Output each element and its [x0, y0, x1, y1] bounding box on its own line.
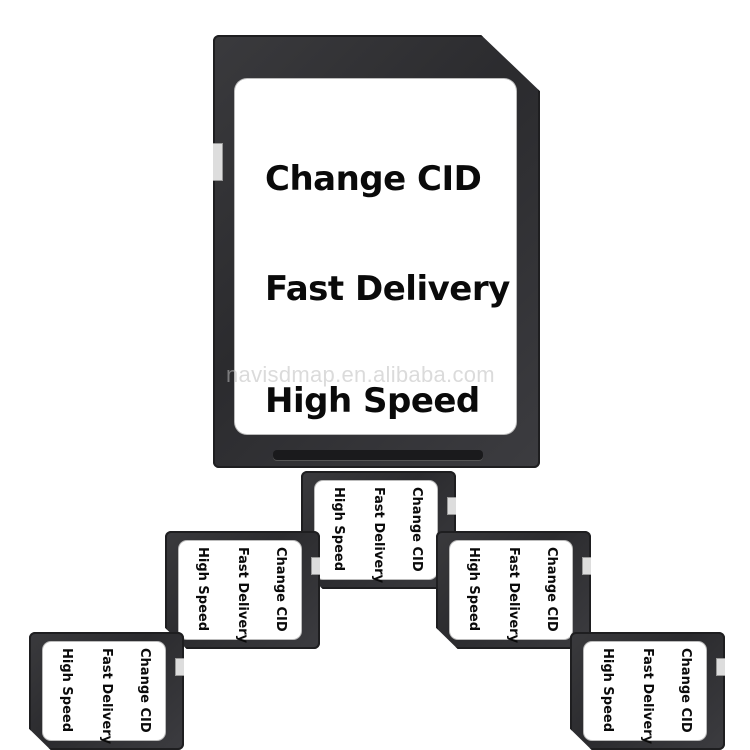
- write-protect-notch: [175, 658, 184, 676]
- label-line-high-speed: High Speed: [600, 648, 615, 733]
- write-protect-notch: [311, 557, 320, 575]
- label-line-high-speed: High Speed: [195, 547, 210, 632]
- write-protect-notch: [716, 658, 725, 676]
- sd-card-small: Change CID Fast Delivery High Speed: [436, 531, 591, 649]
- card-label: [584, 642, 706, 740]
- write-protect-notch: [447, 497, 456, 515]
- card-label: [450, 541, 572, 639]
- label-line-high-speed: High Speed: [466, 547, 481, 632]
- label-line-change-cid: Change CID: [273, 547, 288, 632]
- label-line-change-cid: Change CID: [265, 159, 482, 199]
- label-line-fast-delivery: Fast Delivery: [265, 269, 510, 309]
- sd-card-small: Change CID Fast Delivery High Speed: [165, 531, 320, 649]
- label-line-high-speed: High Speed: [59, 648, 74, 733]
- label-line-fast-delivery: Fast Delivery: [640, 648, 655, 745]
- label-line-fast-delivery: Fast Delivery: [506, 547, 521, 644]
- sd-card-small: Change CID Fast Delivery High Speed: [301, 471, 456, 589]
- label-line-high-speed: High Speed: [331, 487, 346, 572]
- watermark: navisdmap.en.alibaba.com: [226, 362, 495, 387]
- label-line-fast-delivery: Fast Delivery: [99, 648, 114, 745]
- label-line-change-cid: Change CID: [544, 547, 559, 632]
- card-label: [179, 541, 301, 639]
- card-label: [315, 481, 437, 579]
- sd-card-small: Change CID Fast Delivery High Speed: [570, 632, 725, 750]
- write-protect-notch: [213, 143, 223, 181]
- label-line-change-cid: Change CID: [137, 648, 152, 733]
- card-label: Change CID Fast Delivery High Speed: [235, 79, 516, 434]
- sd-card-small: Change CID Fast Delivery High Speed: [29, 632, 184, 750]
- label-line-change-cid: Change CID: [678, 648, 693, 733]
- label-line-change-cid: Change CID: [409, 487, 424, 572]
- write-protect-notch: [582, 557, 591, 575]
- card-grip-groove: [273, 450, 483, 460]
- card-label: [43, 642, 165, 740]
- label-line-fast-delivery: Fast Delivery: [235, 547, 250, 644]
- label-line-high-speed: High Speed: [265, 381, 480, 421]
- sd-card-large: Change CID Fast Delivery High Speed: [213, 35, 540, 468]
- label-line-fast-delivery: Fast Delivery: [371, 487, 386, 584]
